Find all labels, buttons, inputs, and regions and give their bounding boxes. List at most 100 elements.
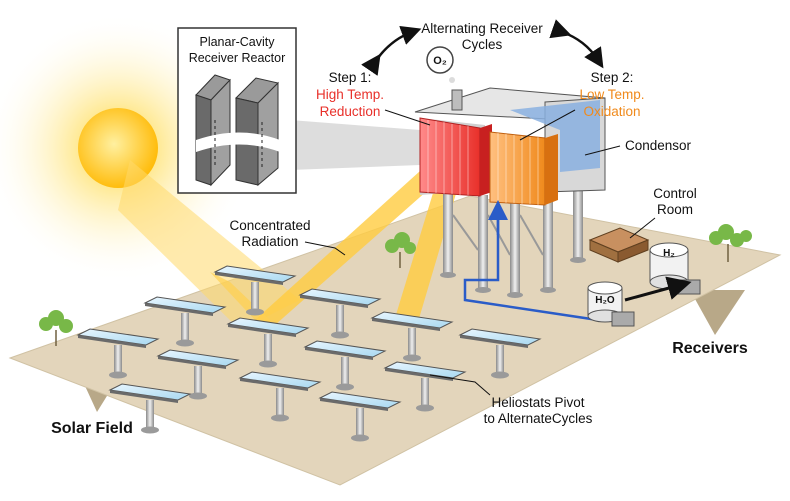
heliostat-base (176, 339, 194, 347)
heliostat-pole (146, 400, 154, 430)
heliostat-edge (460, 335, 528, 348)
heliostat-field (76, 265, 542, 442)
heliostat-edge (305, 347, 373, 360)
heliostat-mirror (298, 288, 382, 306)
heliostat (303, 340, 387, 391)
control-room-label-2: Room (657, 202, 693, 217)
heliostat-edge (215, 272, 283, 285)
heliostat-pole (181, 313, 189, 343)
heliostat-mirror (226, 317, 310, 335)
heliostat (213, 265, 297, 316)
h2-label: H₂ (663, 248, 675, 259)
heliostat-pole (114, 345, 122, 375)
heliostat (143, 296, 227, 347)
heliostat-pole (408, 328, 416, 358)
step2-b-label: Oxidation (583, 104, 640, 119)
reactor-illustration (195, 74, 280, 187)
o2-bubble: O₂ (426, 46, 455, 83)
heliostat-edge (372, 318, 440, 331)
heliostat-base (246, 308, 264, 316)
heliostat-edge (320, 398, 388, 411)
reactor-callout-beam (290, 120, 420, 170)
cycle-arrow-left (361, 26, 422, 76)
heliostat-base (351, 434, 369, 442)
heliostat (458, 328, 542, 379)
h2-flow-arrow (624, 276, 692, 302)
condensor-label: Condensor (625, 138, 692, 153)
heliostat-base (491, 371, 509, 379)
trees (39, 224, 752, 346)
alternating-label-2: Cycles (462, 37, 503, 52)
receiver-tower (414, 87, 606, 206)
step1-leader (384, 109, 431, 126)
heliostat-pole (194, 366, 202, 396)
heliostat (238, 371, 322, 422)
step1-b-label: Reduction (320, 104, 381, 119)
heliostat-base (336, 383, 354, 391)
control-room-leader (629, 217, 656, 239)
heliostats-leader (429, 374, 491, 396)
heliostat-edge (78, 335, 146, 348)
solar-field-label: Solar Field (51, 420, 133, 437)
alternating-label-1: Alternating Receiver (421, 21, 543, 36)
heliostat-base (403, 354, 421, 362)
heliostat-edge (228, 324, 296, 337)
reactor-inset: Planar-Cavity Receiver Reactor (177, 27, 297, 194)
o2-label: O₂ (433, 55, 447, 67)
heliostat-mirror (156, 349, 240, 367)
heliostat-mirror (76, 328, 160, 346)
heliostat-base (331, 331, 349, 339)
reactor-title-1: Planar-Cavity (199, 35, 275, 49)
heliostat-mirror (458, 328, 542, 346)
step2-a-label: Low Temp. (579, 87, 644, 102)
cycle-arrow-right (549, 19, 604, 69)
radiation-leader (304, 241, 346, 256)
heliostat-pole (276, 388, 284, 418)
heliostat-edge (158, 356, 226, 369)
step2-label: Step 2: (591, 70, 634, 85)
heliostat-base (141, 426, 159, 434)
heliostat-pole (251, 282, 259, 312)
heliostat-edge (300, 295, 368, 308)
heliostat (370, 311, 454, 362)
heliostats-label-1: Heliostats Pivot (491, 395, 584, 410)
heliostat-base (189, 392, 207, 400)
heliostat (298, 288, 382, 339)
condensor-leader (584, 145, 621, 156)
heliostat (108, 383, 192, 434)
reflected-beam-1 (255, 162, 445, 325)
heliostat-base (109, 371, 127, 379)
heliostat-pole (496, 345, 504, 375)
h2o-tank: H₂O (587, 281, 635, 327)
heliostat-pole (356, 408, 364, 438)
ground-marker-right (690, 290, 745, 335)
step1-label: Step 1: (329, 70, 372, 85)
heliostat-pole (336, 305, 344, 335)
heliostat-mirror (318, 391, 402, 409)
control-room-label-1: Control (653, 186, 697, 201)
heliostat-base (271, 414, 289, 422)
heliostat-edge (385, 368, 453, 381)
heliostat-mirror (303, 340, 387, 358)
step2-leader (519, 109, 576, 141)
heliostat-base (259, 360, 277, 368)
heliostat (156, 349, 240, 400)
heliostat-mirror (213, 265, 297, 283)
heliostat-edge (110, 390, 178, 403)
h2o-label: H₂O (595, 295, 615, 306)
heliostat-mirror (370, 311, 454, 329)
heliostat-edge (145, 303, 213, 316)
heliostat-pole (264, 334, 272, 364)
heliostat-base (416, 404, 434, 412)
heliostat-pole (341, 357, 349, 387)
heliostat-mirror (143, 296, 227, 314)
heliostats-label-2: to AlternateCycles (484, 411, 593, 426)
receivers-label: Receivers (672, 340, 748, 357)
heliostat (76, 328, 160, 379)
heliostat (318, 391, 402, 442)
heliostat (226, 317, 310, 368)
heliostat-mirror (108, 383, 192, 401)
radiation-label-2: Radiation (241, 234, 298, 249)
